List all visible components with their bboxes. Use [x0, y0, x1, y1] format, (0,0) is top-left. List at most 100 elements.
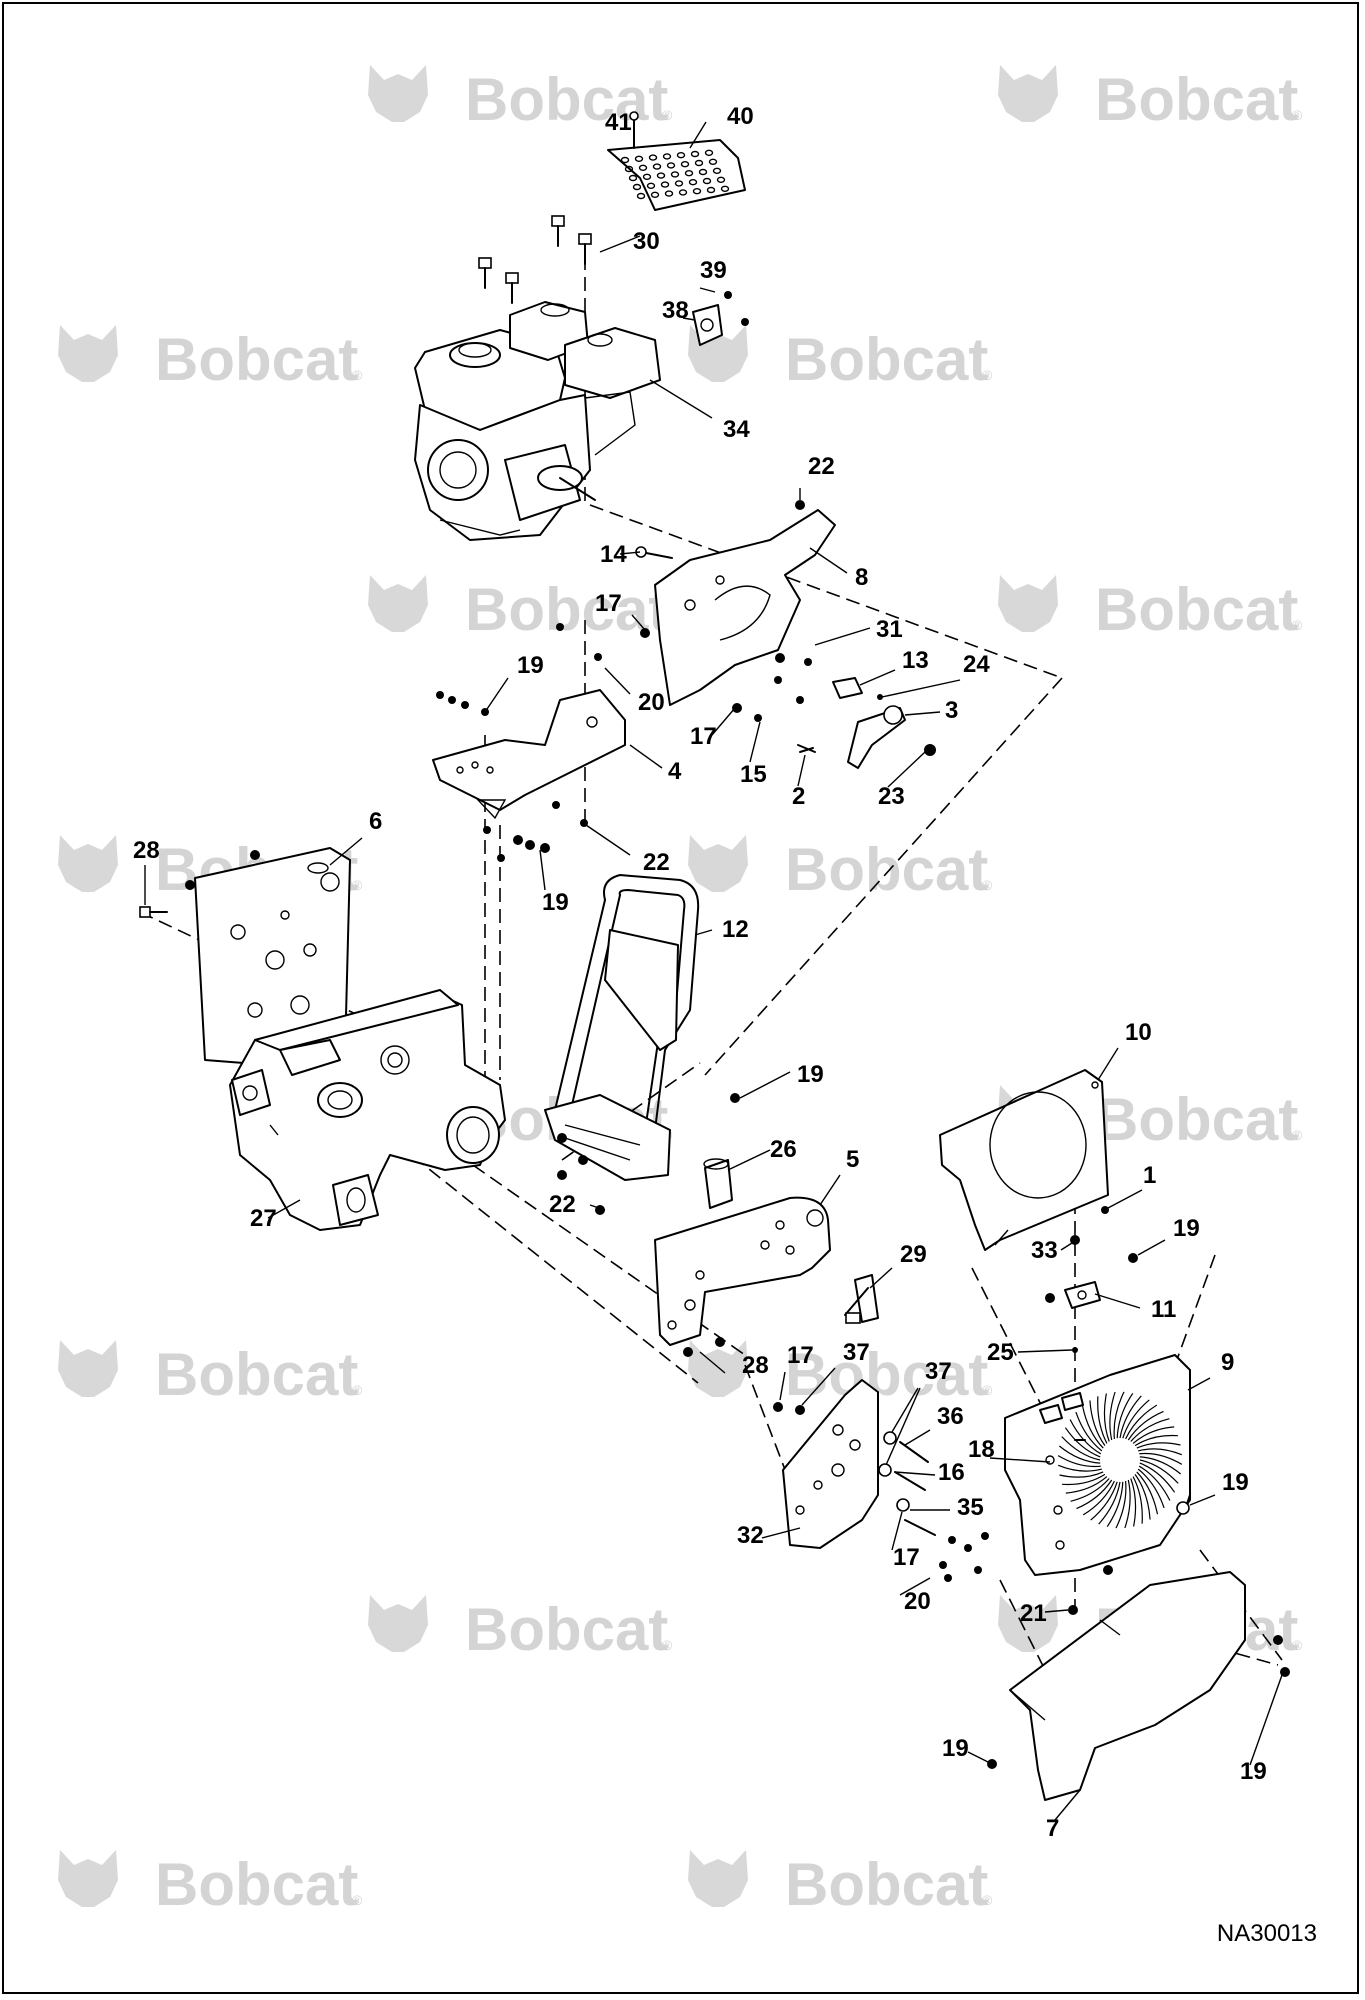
watermark-registered-mark: ®	[1292, 107, 1303, 123]
grille-slot	[1115, 1481, 1127, 1529]
watermark-registered-mark: ®	[1292, 1127, 1303, 1143]
plate-perforation	[624, 165, 634, 173]
plate-perforation	[702, 177, 712, 185]
handle-frame	[544, 874, 740, 1215]
callout-29: 29	[900, 1241, 927, 1268]
grille-slot	[1062, 1473, 1106, 1486]
plate-perforation	[676, 151, 686, 159]
grille-slot	[1132, 1426, 1175, 1444]
callout-22: 22	[549, 1191, 576, 1218]
watermark-brand: Bobcat	[155, 326, 358, 393]
plate-perforation	[638, 164, 648, 172]
plate-perforation	[666, 162, 676, 169]
bobcat-logo-icon	[368, 1595, 428, 1652]
grille-slot	[1098, 1481, 1121, 1525]
callout-4: 4	[668, 758, 682, 785]
lower-cover	[987, 1571, 1290, 1801]
bobcat-logo-icon	[688, 1850, 748, 1907]
callout-28: 28	[742, 1352, 769, 1379]
watermark-3: Bobcat®	[58, 325, 363, 393]
callout-19: 19	[1240, 1758, 1267, 1785]
callout-6: 6	[369, 808, 382, 835]
callout-15: 15	[740, 761, 767, 788]
plate-perforation	[716, 176, 726, 184]
plate-perforation	[688, 178, 698, 186]
grille-slot	[1103, 1393, 1110, 1442]
grille-slot	[1130, 1478, 1137, 1527]
shroud-clip	[1045, 1206, 1138, 1353]
watermark-12: Bobcat®	[688, 1340, 993, 1408]
grille-slot	[1134, 1434, 1178, 1447]
watermark-brand: Bobcat	[1095, 1086, 1298, 1153]
grille-slot	[1119, 1395, 1142, 1439]
grille-slot	[1081, 1405, 1104, 1449]
grille-slot	[1132, 1476, 1143, 1524]
grille-slot	[1070, 1478, 1110, 1502]
grille-slot	[1139, 1456, 1182, 1475]
plate-perforation	[664, 190, 674, 197]
plate-perforation	[706, 186, 716, 194]
callout-33: 33	[1031, 1237, 1058, 1264]
drive-cover	[773, 1379, 989, 1582]
grille-slot	[1122, 1399, 1150, 1439]
watermark-brand: Bobcat	[1095, 576, 1298, 643]
grille-slot	[1116, 1392, 1134, 1439]
grille-slot	[1057, 1464, 1102, 1472]
grille-slot	[1075, 1411, 1103, 1452]
grille-slot	[1130, 1418, 1170, 1442]
plate-perforation	[670, 171, 680, 178]
watermark-16: Bobcat®	[688, 1850, 993, 1918]
grille-slot	[1125, 1404, 1158, 1440]
callout-27: 27	[250, 1205, 277, 1232]
callout-12: 12	[722, 916, 749, 943]
watermark-6: Bobcat®	[998, 575, 1303, 643]
plate-perforation	[656, 172, 666, 179]
watermark-5: Bobcat®	[368, 575, 673, 643]
callout-39: 39	[700, 257, 727, 284]
plate-perforation	[650, 191, 660, 199]
plate-perforation	[652, 163, 662, 170]
plate-perforation	[628, 174, 638, 182]
leader-lines	[144, 121, 1283, 1821]
grille-slot	[1127, 1410, 1164, 1441]
plate-perforation	[620, 156, 630, 164]
bobcat-logo-icon	[368, 65, 428, 122]
gasket-plate	[139, 847, 351, 1071]
callout-41: 41	[605, 109, 632, 136]
grille-slot	[1138, 1448, 1183, 1456]
grille-slot	[1097, 1396, 1108, 1444]
small-bracket	[692, 291, 749, 346]
plate-perforation	[648, 154, 658, 161]
grille-slot	[1076, 1479, 1113, 1510]
grille-slot	[1082, 1480, 1115, 1516]
callout-32: 32	[737, 1522, 764, 1549]
callout-3: 3	[945, 697, 958, 724]
watermark-registered-mark: ®	[982, 1382, 993, 1398]
bobcat-logo-icon	[58, 1340, 118, 1397]
grille-slot	[1064, 1427, 1101, 1458]
bobcat-logo-icon	[688, 1340, 748, 1397]
callout-36: 36	[937, 1403, 964, 1430]
callout-38: 38	[662, 297, 689, 324]
plate-perforation	[632, 183, 642, 191]
watermark-registered-mark: ®	[982, 1892, 993, 1908]
watermark-registered-mark: ®	[352, 877, 363, 893]
watermark-registered-mark: ®	[662, 107, 673, 123]
plate-perforation	[698, 168, 708, 176]
callout-14: 14	[600, 541, 627, 568]
bobcat-logo-icon	[58, 835, 118, 892]
callout-23: 23	[878, 783, 905, 810]
watermark-brand: Bobcat	[785, 1851, 988, 1918]
plate-perforation	[680, 160, 690, 168]
callout-37: 37	[925, 1358, 952, 1385]
throttle-bracket	[635, 500, 836, 706]
bobcat-logo-icon	[688, 835, 748, 892]
plate-perforation	[704, 149, 714, 157]
callout-17: 17	[787, 1342, 814, 1369]
watermark-15: Bobcat®	[58, 1850, 363, 1918]
watermark-13: Bobcat®	[368, 1595, 673, 1663]
side-plate-assembly	[654, 1158, 879, 1357]
grille-slot	[1065, 1476, 1108, 1494]
